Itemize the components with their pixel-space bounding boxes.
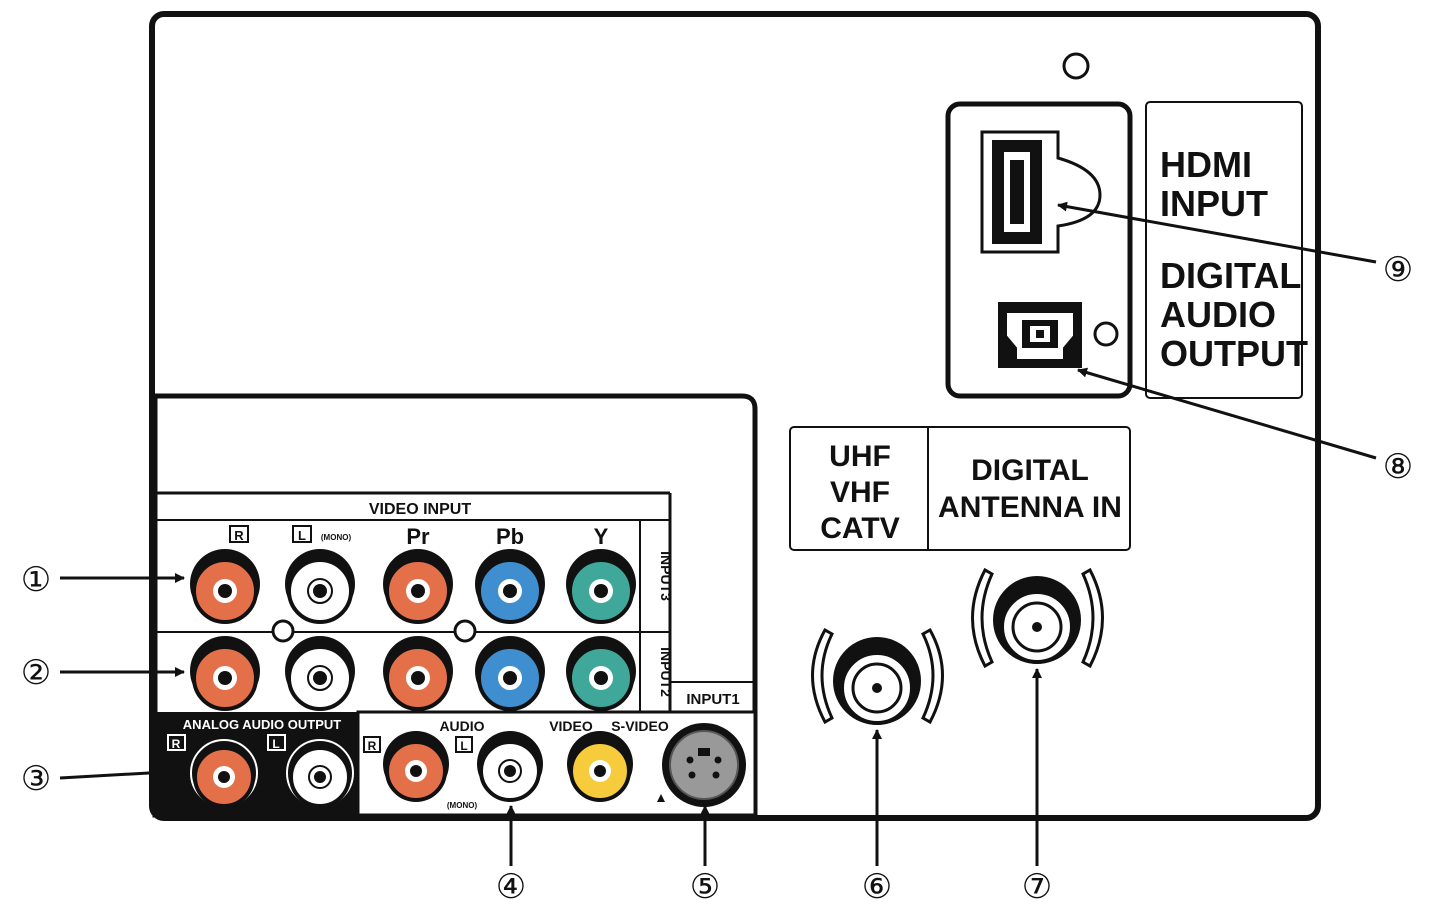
hdmi-label-1: HDMI — [1160, 144, 1252, 185]
digital-antenna-label-1: DIGITAL — [971, 454, 1089, 487]
col-y-label: Y — [594, 524, 609, 549]
digital-antenna-connector — [971, 567, 1104, 669]
input3-audio-l-jack — [285, 549, 355, 624]
ao-r-label: R — [172, 737, 181, 751]
screw-hole-top — [1062, 52, 1090, 80]
catv-label: CATV — [820, 512, 899, 545]
col-r-label: R — [234, 528, 244, 543]
callout-arrow-3 — [59, 766, 185, 780]
digital-antenna-label-2: ANTENNA IN — [938, 491, 1122, 524]
digital-audio-output-label-3: OUTPUT — [1160, 333, 1308, 374]
callout-arrow-9 — [1057, 201, 1377, 264]
input2-y-jack — [566, 636, 636, 711]
in1-r-label: R — [368, 739, 377, 753]
hdmi-label-2: INPUT — [1160, 183, 1268, 224]
input1-s-video-jack — [662, 723, 746, 807]
antenna-label-box — [789, 426, 1131, 551]
uhf-label: UHF — [829, 440, 891, 473]
input2-pr-jack — [383, 636, 453, 711]
input1-label: INPUT1 — [686, 691, 739, 708]
digital-audio-output-label-1: DIGITAL — [1160, 255, 1301, 296]
in1-mono-label: (MONO) — [447, 801, 478, 810]
input2-audio-l-jack — [285, 636, 355, 711]
analog-audio-output-r-jack — [190, 739, 258, 808]
col-l-label: L — [298, 528, 306, 543]
callout-3: ③ — [21, 759, 51, 799]
in1-l-label: L — [460, 739, 467, 753]
input3-pb-jack — [475, 549, 545, 624]
hdmi-input-port — [980, 130, 1102, 254]
analog-audio-output-l-jack — [286, 739, 354, 808]
digital-audio-output-label-2: AUDIO — [1160, 294, 1276, 335]
input3-label: INPUT3 — [658, 551, 674, 601]
col-pb-label: Pb — [496, 524, 524, 549]
screw-hole-optical — [1093, 321, 1119, 347]
input3-pr-jack — [383, 549, 453, 624]
input1-audio-r-jack — [383, 731, 449, 802]
input1-video-jack — [567, 731, 633, 802]
callout-4: ④ — [496, 867, 526, 907]
input2-label: INPUT2 — [658, 647, 674, 697]
input2-audio-r-jack — [190, 636, 260, 711]
video-input-label: VIDEO INPUT — [369, 501, 471, 518]
callout-6: ⑥ — [862, 867, 892, 907]
callout-1: ① — [21, 560, 51, 600]
uhf-vhf-catv-connector — [811, 627, 944, 725]
audio-label: AUDIO — [439, 718, 484, 734]
input2-pb-jack — [475, 636, 545, 711]
callout-7: ⑦ — [1022, 867, 1052, 907]
callout-5: ⑤ — [690, 867, 720, 907]
col-pr-label: Pr — [406, 524, 430, 549]
callout-9: ⑨ — [1383, 250, 1413, 290]
input1-audio-l-jack — [477, 731, 543, 802]
s-video-label: S-VIDEO — [611, 718, 669, 734]
callout-arrow-8 — [1077, 367, 1377, 460]
analog-audio-output-label: ANALOG AUDIO OUTPUT — [183, 717, 341, 732]
callout-2: ② — [21, 653, 51, 693]
col-l-mono-label: (MONO) — [321, 533, 352, 542]
input3-y-jack — [566, 549, 636, 624]
vhf-label: VHF — [830, 476, 890, 509]
callout-8: ⑧ — [1383, 447, 1413, 487]
video-label: VIDEO — [549, 718, 593, 734]
optical-audio-output-port — [998, 302, 1082, 368]
ao-l-label: L — [272, 737, 279, 751]
input3-audio-r-jack — [190, 549, 260, 624]
